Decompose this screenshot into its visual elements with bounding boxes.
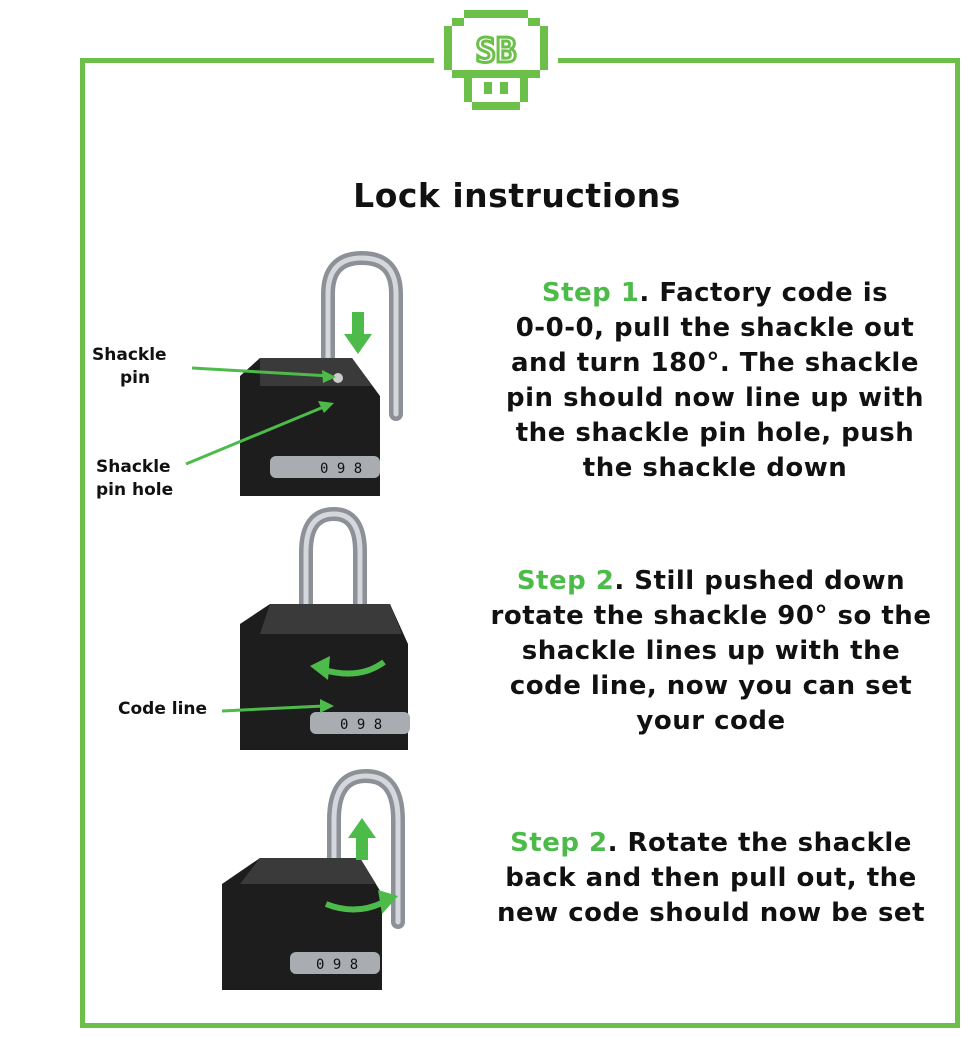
dial-digits: 0 9 8 bbox=[316, 957, 358, 973]
shackle-pin-label: Shackle pin bbox=[92, 345, 167, 388]
dial-digits: 0 9 8 bbox=[340, 717, 382, 733]
down-arrow-icon bbox=[344, 312, 372, 354]
up-arrow-icon bbox=[348, 818, 376, 860]
page-title: Lock instructions bbox=[353, 176, 681, 215]
dial-digits: 0 9 8 bbox=[320, 461, 362, 477]
step-label: Step 2 bbox=[510, 828, 608, 858]
lock-illustration-step3: 0 9 8 bbox=[222, 768, 405, 990]
mushroom-logo-icon: SB bbox=[434, 6, 558, 114]
lock-illustration-step2: 0 9 8 bbox=[221, 506, 410, 750]
curved-right-arrow-icon bbox=[324, 899, 386, 913]
curved-left-arrow-icon bbox=[323, 659, 386, 677]
code-line-label: Code line bbox=[118, 699, 208, 719]
logo-text: SB bbox=[476, 31, 517, 71]
step-label: Step 2 bbox=[516, 566, 615, 596]
lock-illustration-step1: 0 9 8 bbox=[185, 250, 403, 496]
step-label: Step 1 bbox=[541, 278, 640, 308]
shackle-pin-hole-label: Shackle pin hole bbox=[96, 457, 174, 500]
